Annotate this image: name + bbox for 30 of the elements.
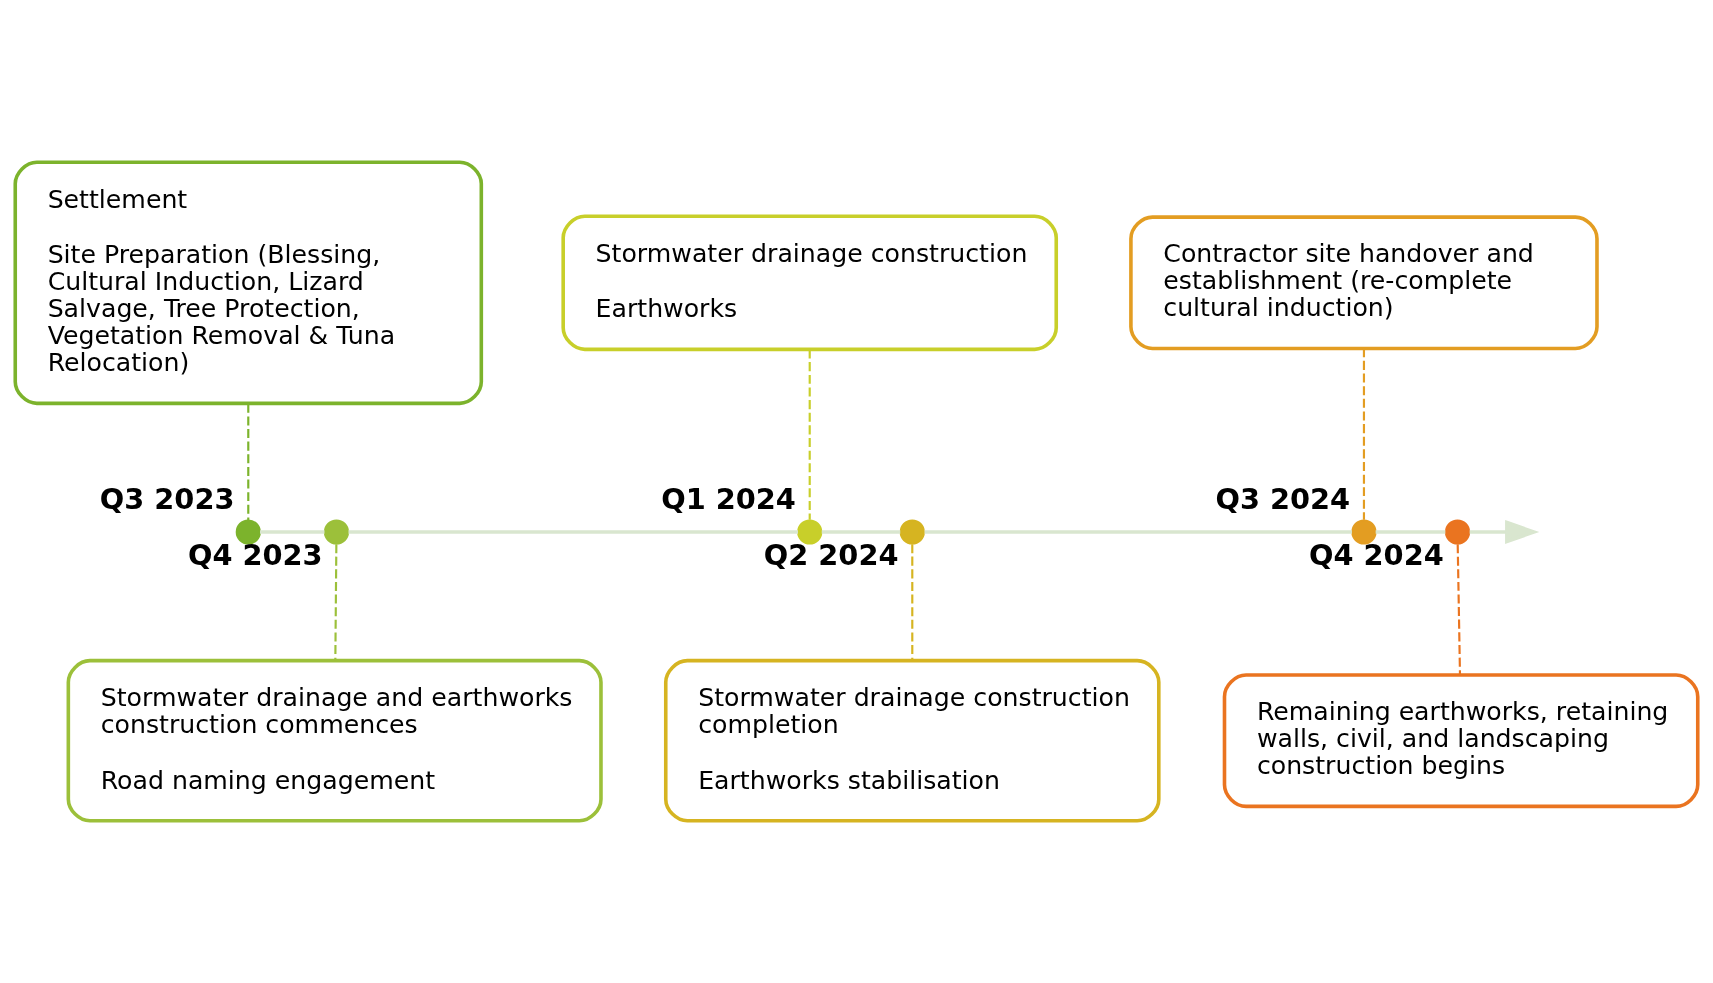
node-circle bbox=[323, 519, 350, 545]
connector bbox=[1456, 544, 1462, 675]
connector bbox=[334, 544, 338, 661]
connector bbox=[1375, 530, 1446, 534]
node-label: Q1 2024 bbox=[661, 482, 796, 517]
connector bbox=[911, 544, 914, 661]
node-label: Q4 2023 bbox=[188, 537, 323, 572]
node-box: Stormwater drainage and earthworks construction commences Road naming engagement bbox=[66, 658, 603, 823]
connector bbox=[808, 349, 811, 520]
node-circle bbox=[899, 519, 925, 545]
node-label: Q3 2024 bbox=[1215, 482, 1351, 517]
node-box: Stormwater drainage construction Earthworks bbox=[561, 214, 1059, 352]
node-box: Stormwater drainage construction completion Earthworks stabilisation bbox=[663, 658, 1161, 823]
node-box: Contractor site handover and establishment (re-complete cultural induction) bbox=[1129, 215, 1599, 351]
connector bbox=[247, 403, 250, 520]
node-box: Remaining earthworks, retaining walls, civil, and landscaping construction begins bbox=[1222, 673, 1700, 809]
arrow bbox=[1469, 520, 1540, 544]
connector bbox=[348, 530, 798, 534]
connector bbox=[260, 530, 325, 534]
node-circle bbox=[235, 519, 261, 545]
node-circle bbox=[797, 519, 823, 545]
node-label: Q4 2024 bbox=[1309, 537, 1444, 572]
connector bbox=[1362, 348, 1366, 520]
node-circle bbox=[1444, 519, 1471, 545]
connector bbox=[924, 530, 1352, 534]
connector bbox=[821, 530, 901, 534]
node-circle bbox=[1351, 519, 1377, 545]
node-box: Settlement Site Preparation (Blessing, Cultural Induction, Lizard Salvage, Tree Protection, Vegetation Removal & Tuna Relocation) bbox=[13, 160, 484, 406]
node-label: Q3 2023 bbox=[99, 482, 235, 517]
node-label: Q2 2024 bbox=[763, 537, 899, 572]
